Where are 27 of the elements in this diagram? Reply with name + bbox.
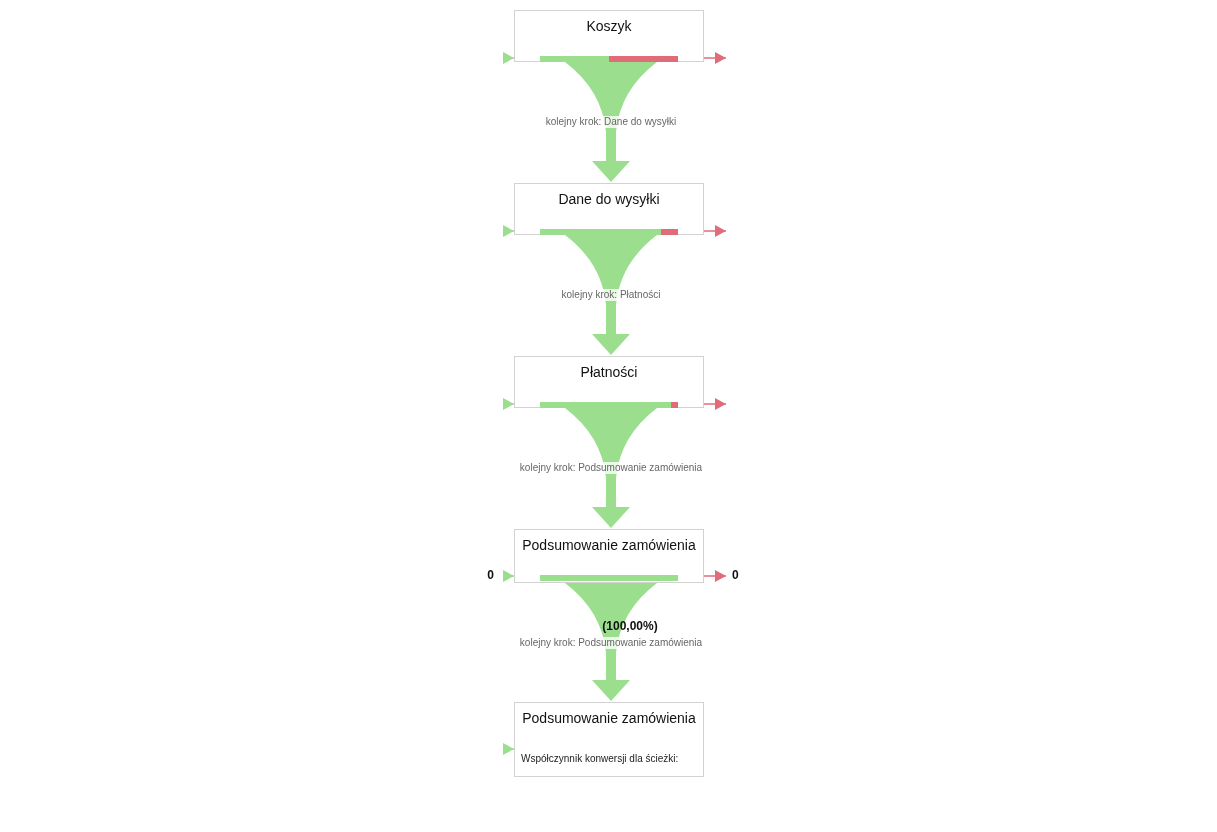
exit-arrow xyxy=(703,398,727,410)
edge-label: kolejny krok: Podsumowanie zamówienia xyxy=(517,462,705,474)
edge-label: 0 xyxy=(487,569,494,583)
step-title: Dane do wysyłki xyxy=(558,191,660,208)
edge-label: kolejny krok: Płatności xyxy=(559,289,663,301)
edge-label: kolejny krok: Dane do wysyłki xyxy=(543,116,679,128)
edge-label: 0 xyxy=(732,569,739,583)
entry-arrow xyxy=(502,225,515,237)
step-title: Podsumowanie zamówienia xyxy=(522,710,696,727)
percentage-label: (100,00%) xyxy=(602,620,658,634)
step-title: Płatności xyxy=(580,364,638,381)
step-box xyxy=(514,702,704,777)
entry-arrow xyxy=(502,52,515,64)
edge-label: kolejny krok: Podsumowanie zamówienia xyxy=(517,637,705,649)
exit-arrow xyxy=(703,570,727,582)
step-box xyxy=(514,10,704,62)
step-box xyxy=(514,183,704,235)
entry-arrow xyxy=(502,743,515,755)
entry-arrow xyxy=(502,398,515,410)
step-title: Podsumowanie zamówienia xyxy=(522,537,696,554)
exit-arrow xyxy=(703,225,727,237)
step-box xyxy=(514,356,704,408)
exit-arrow xyxy=(703,52,727,64)
step-title: Koszyk xyxy=(586,18,632,35)
entry-arrow xyxy=(502,570,515,582)
conversion-rate-label: Współczynnik konwersji dla ścieżki: xyxy=(521,753,679,765)
step-box xyxy=(514,529,704,583)
